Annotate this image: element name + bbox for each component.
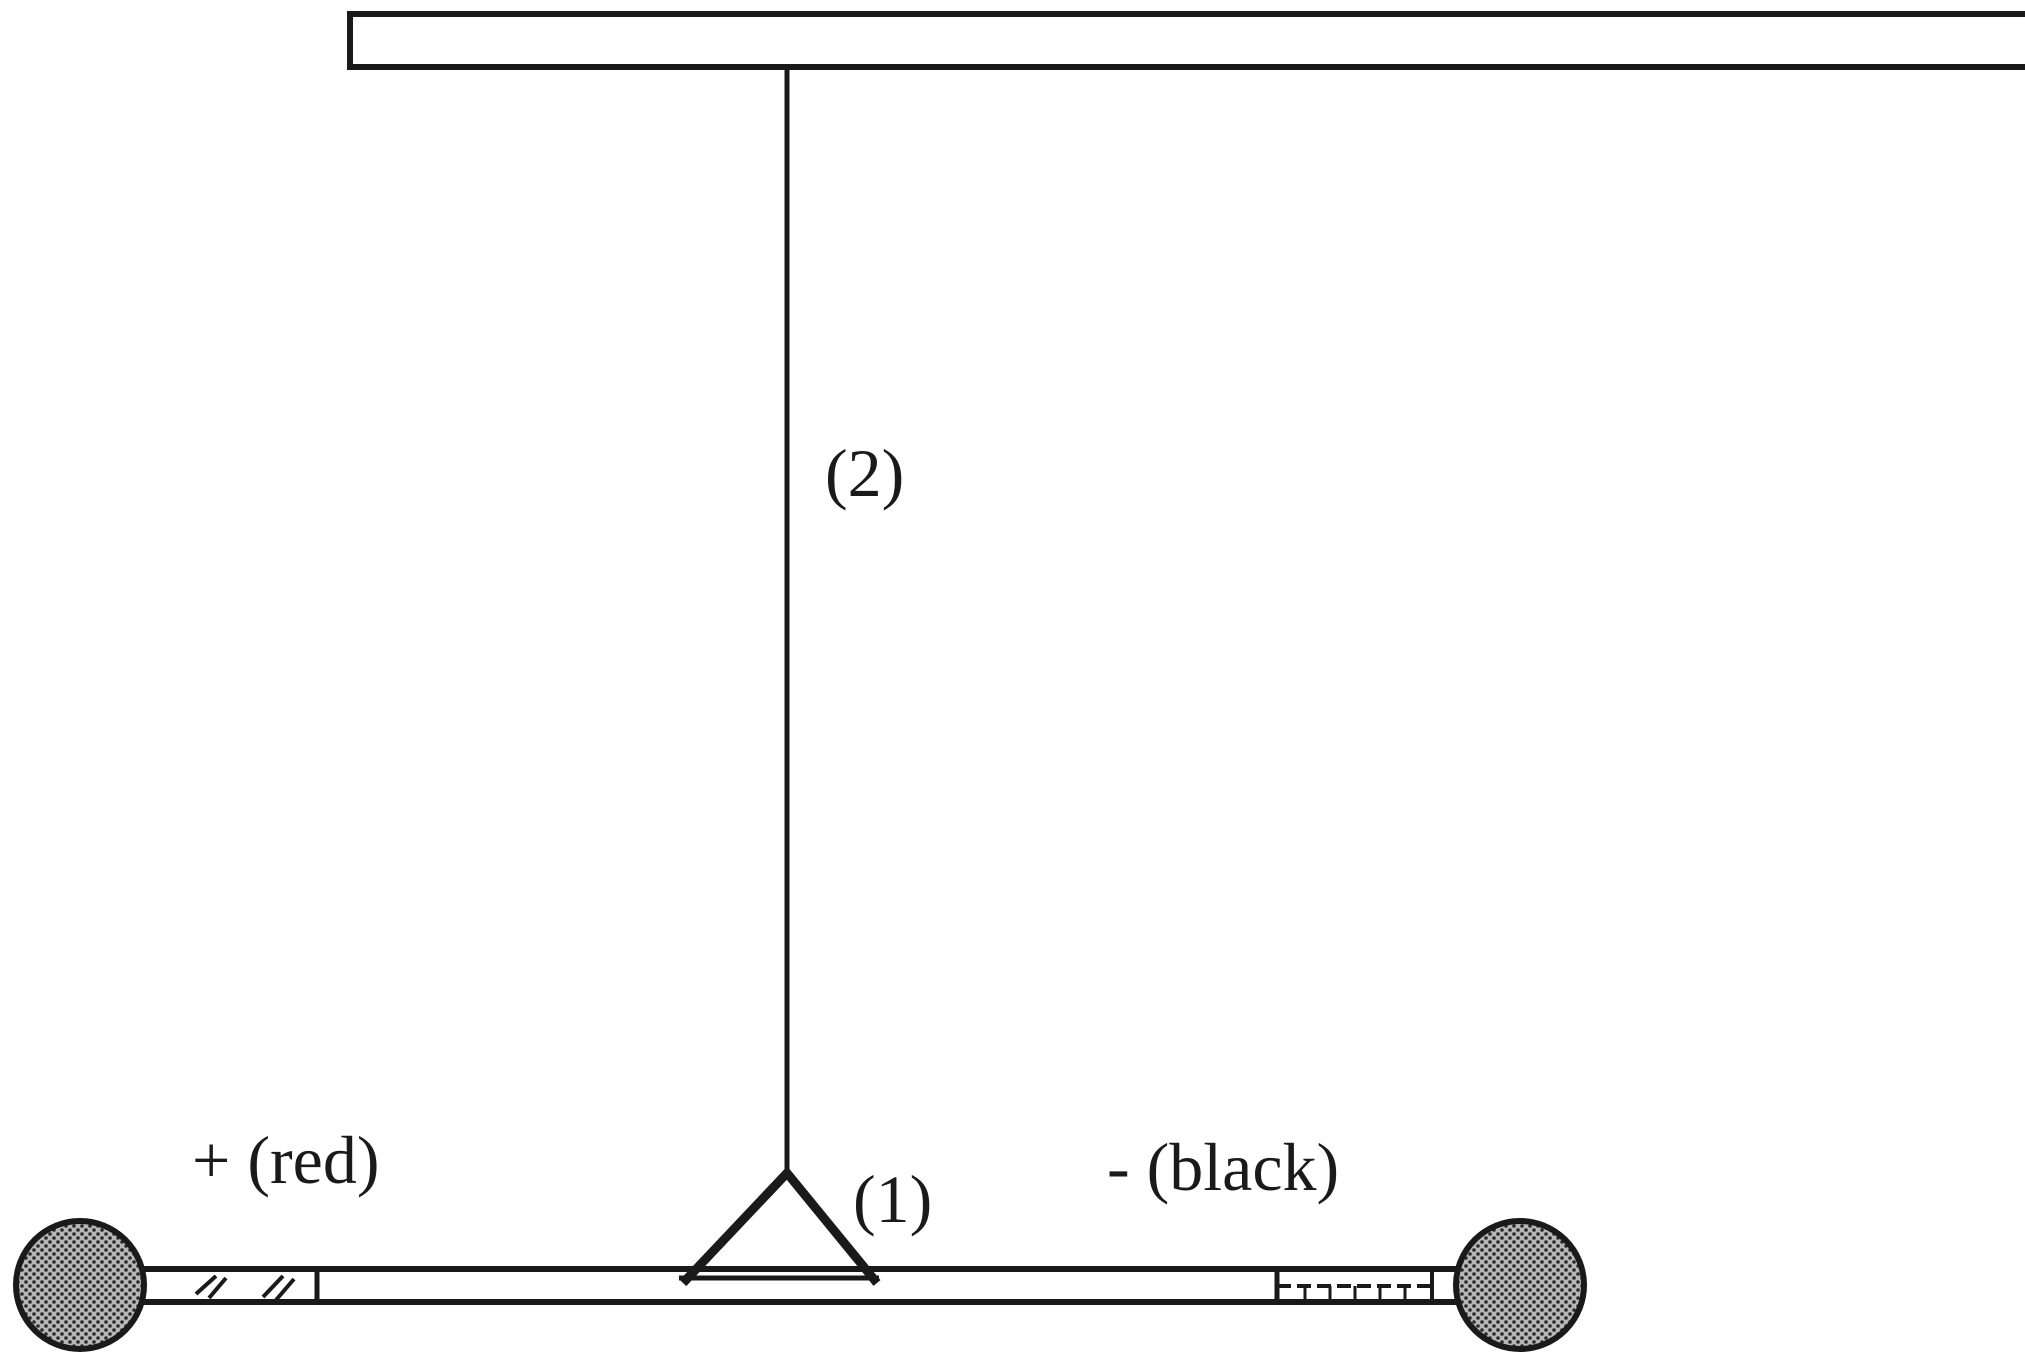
hook: [679, 1166, 881, 1287]
positive-ball: [13, 1218, 147, 1352]
positive-label: + (red): [192, 1122, 379, 1198]
positive-end-marking: [194, 1269, 320, 1302]
ceiling-bar: [347, 11, 2025, 70]
dipole-rod: [140, 1266, 1460, 1305]
negative-label: - (black): [1107, 1129, 1339, 1205]
string-label: (2): [825, 435, 904, 511]
negative-end-marking: [1274, 1269, 1434, 1302]
hook-label: (1): [853, 1161, 932, 1237]
negative-ball: [1453, 1218, 1587, 1352]
